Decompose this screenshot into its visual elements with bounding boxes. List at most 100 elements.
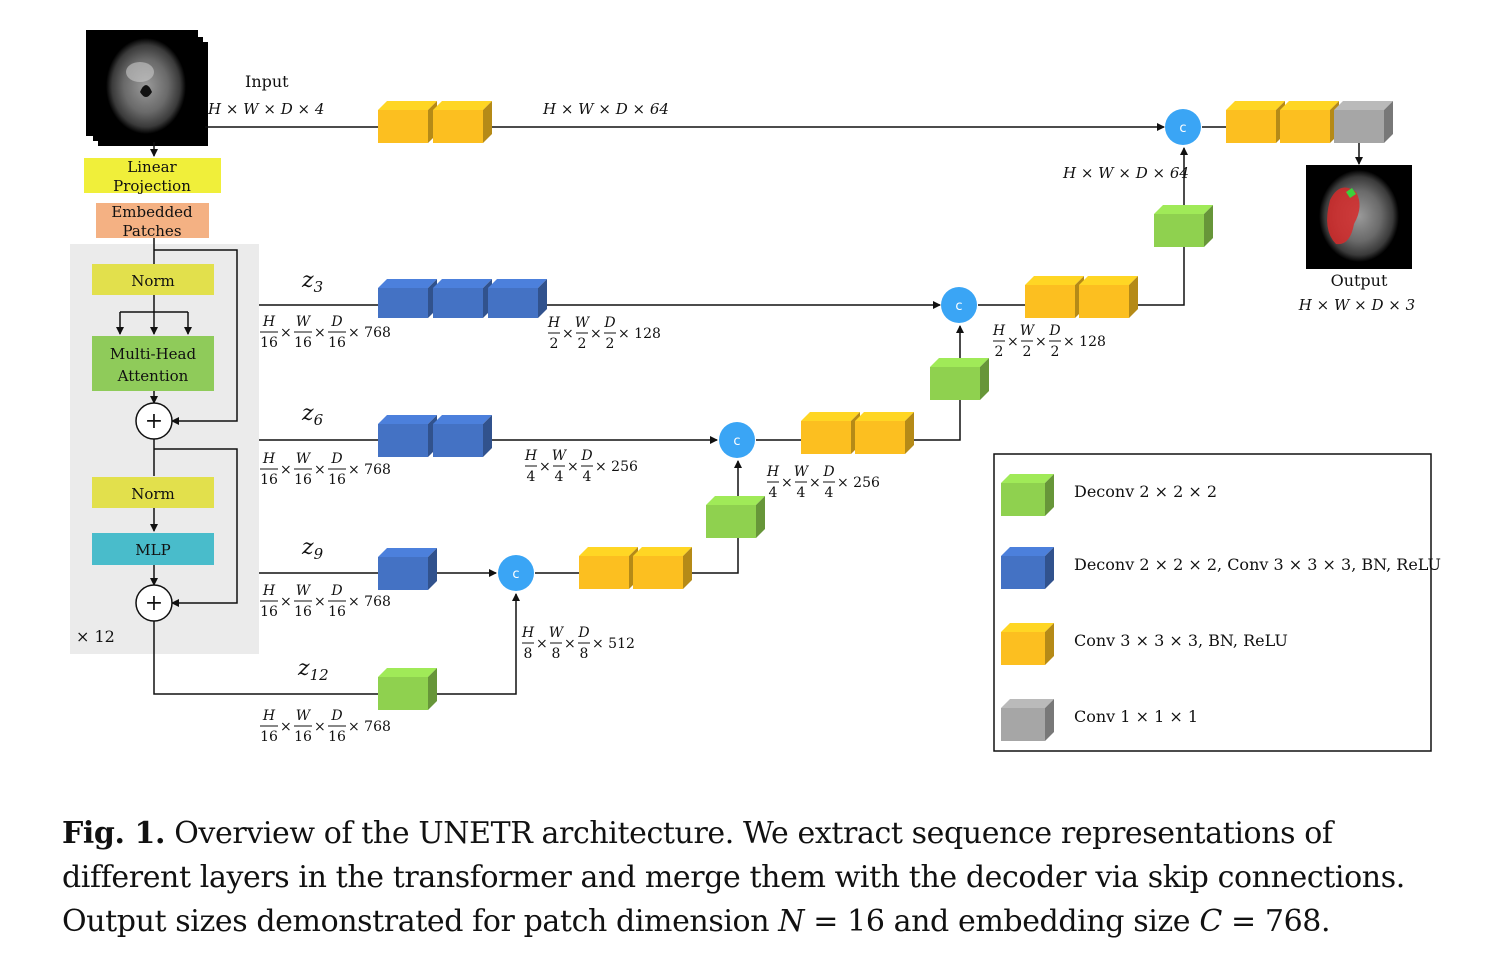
concat-top: c xyxy=(1165,109,1201,145)
decoder-6-conv-2 xyxy=(855,412,914,454)
legend-box xyxy=(993,453,1432,752)
frac-denominator: 16 xyxy=(328,472,346,488)
mlp-box xyxy=(92,533,214,565)
decoder-9-conv-2 xyxy=(633,547,692,589)
top-skip-dims: H × W × D × 64 xyxy=(542,100,669,118)
times-sign: × xyxy=(567,459,579,475)
legend-item: Conv 1 × 1 × 1 xyxy=(1001,699,1198,741)
decoder-6-deconv xyxy=(930,358,989,400)
frac-numerator: D xyxy=(603,315,615,331)
z3-decoded-dims: H2×W2×D2× 128 xyxy=(547,315,661,352)
times-sign: × xyxy=(564,636,576,652)
z12-dims: H16×W16×D16× 768 xyxy=(260,708,391,745)
caption-c: C xyxy=(1199,904,1222,939)
concat-6: c xyxy=(719,422,755,458)
times-sign: × xyxy=(809,475,821,491)
mlp-label: MLP xyxy=(135,541,170,559)
frac-numerator: H xyxy=(547,315,561,331)
times-sign: × xyxy=(781,475,793,491)
frac-numerator: W xyxy=(296,583,312,599)
frac-denominator: 16 xyxy=(328,729,346,745)
frac-suffix: × 512 xyxy=(592,636,635,652)
legend-swatch xyxy=(1001,699,1054,741)
frac-numerator: W xyxy=(1020,323,1036,339)
norm1-label: Norm xyxy=(131,272,175,290)
output-conv-1x1 xyxy=(1334,101,1393,143)
legend-swatch xyxy=(1001,547,1054,589)
z9-dims: H16×W16×D16× 768 xyxy=(260,583,391,620)
decoder-top-dims: H × W × D × 64 xyxy=(1062,164,1189,182)
frac-denominator: 2 xyxy=(606,336,615,352)
input-dims: H × W × D × 4 xyxy=(207,100,324,118)
frac-denominator: 2 xyxy=(995,344,1004,360)
concat-symbol: c xyxy=(1179,121,1186,136)
frac-denominator: 4 xyxy=(769,485,778,501)
frac-numerator: D xyxy=(580,448,592,464)
linear-projection-box xyxy=(84,158,221,193)
caption-eq2: = 768. xyxy=(1221,904,1331,939)
times-sign: × xyxy=(1035,334,1047,350)
frac-suffix: × 768 xyxy=(348,594,391,610)
frac-numerator: W xyxy=(552,448,568,464)
frac-numerator: W xyxy=(296,451,312,467)
concat-9: c xyxy=(498,555,534,591)
z3-dims: H16×W16×D16× 768 xyxy=(260,314,391,351)
frac-suffix: × 768 xyxy=(348,462,391,478)
legend-label: Deconv 2 × 2 × 2, Conv 3 × 3 × 3, BN, Re… xyxy=(1074,555,1441,574)
output-label: Output xyxy=(1331,271,1388,290)
encoder-top-conv-2 xyxy=(433,101,492,143)
frac-numerator: H xyxy=(766,464,780,480)
concat-symbol: c xyxy=(512,567,519,582)
plus-1: + xyxy=(145,409,163,434)
z6-deconv-2 xyxy=(433,415,492,457)
frac-denominator: 8 xyxy=(524,646,533,662)
decoder-9-deconv xyxy=(706,496,765,538)
legend-swatch xyxy=(1001,474,1054,516)
frac-numerator: D xyxy=(330,451,342,467)
frac-denominator: 16 xyxy=(294,472,312,488)
z3-deconv-2 xyxy=(433,279,492,318)
z6-deconv-1 xyxy=(378,415,437,457)
z3-deconv-3 xyxy=(488,279,547,318)
output-conv-2 xyxy=(1280,101,1339,143)
input-label: Input xyxy=(245,72,289,91)
frac-numerator: D xyxy=(1048,323,1060,339)
frac-denominator: 8 xyxy=(552,646,561,662)
frac-denominator: 4 xyxy=(555,469,564,485)
frac-suffix: × 768 xyxy=(348,325,391,341)
frac-numerator: W xyxy=(794,464,810,480)
frac-numerator: H xyxy=(262,708,276,724)
frac-numerator: D xyxy=(330,314,342,330)
frac-denominator: 2 xyxy=(578,336,587,352)
frac-denominator: 16 xyxy=(294,604,312,620)
z12-deconv xyxy=(378,668,437,710)
frac-suffix: × 256 xyxy=(837,475,880,491)
z6-decoded-dims: H4×W4×D4× 256 xyxy=(524,448,638,485)
times-sign: × xyxy=(1007,334,1019,350)
encoder-top-conv-1 xyxy=(378,101,437,143)
times-sign: × xyxy=(280,594,292,610)
times-sign: × xyxy=(314,594,326,610)
caption-eq1: = 16 and embedding size xyxy=(804,904,1200,939)
legend-label: Conv 1 × 1 × 1 xyxy=(1074,707,1198,726)
decoder-3-dims: H2×W2×D2× 128 xyxy=(992,323,1106,360)
times-sign: × xyxy=(562,326,574,342)
times-sign: × xyxy=(314,719,326,735)
legend-item: Deconv 2 × 2 × 2 xyxy=(1001,474,1217,516)
times-sign: × xyxy=(314,462,326,478)
concat-symbol: c xyxy=(955,299,962,314)
legend-label: Deconv 2 × 2 × 2 xyxy=(1074,482,1217,501)
frac-numerator: W xyxy=(296,314,312,330)
frac-suffix: × 768 xyxy=(348,719,391,735)
mha-box xyxy=(92,336,214,391)
decoder-9-conv-1 xyxy=(579,547,638,589)
frac-denominator: 16 xyxy=(328,335,346,351)
frac-numerator: W xyxy=(575,315,591,331)
frac-suffix: × 256 xyxy=(595,459,638,475)
legend-item: Deconv 2 × 2 × 2, Conv 3 × 3 × 3, BN, Re… xyxy=(1001,547,1441,589)
decoder-6-dims: H4×W4×D4× 256 xyxy=(766,464,880,501)
frac-denominator: 2 xyxy=(1051,344,1060,360)
frac-numerator: H xyxy=(262,451,276,467)
z9-label: z9 xyxy=(301,535,324,563)
